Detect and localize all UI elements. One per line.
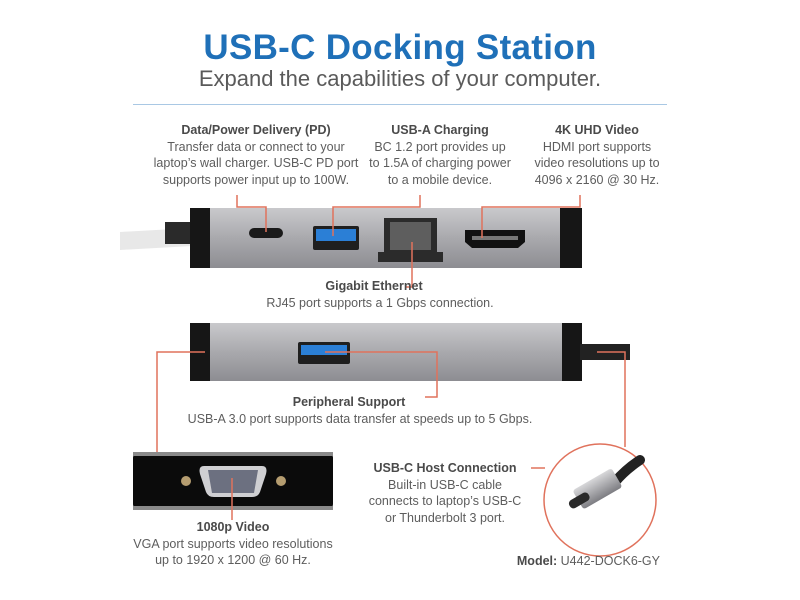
dock-front-view [120,208,582,268]
callout-text: BC 1.2 port provides up [374,139,506,154]
callout-text: HDMI port supports [542,139,652,154]
callout-text: RJ45 port supports a 1 Gbps connection. [266,295,494,310]
callout-text: up to 1920 x 1200 @ 60 Hz. [155,553,311,567]
callout-heading: 1080p Video [196,520,270,534]
callout-text: supports power input up to 100W. [162,172,350,187]
page-subtitle: Expand the capabilities of your computer… [198,66,602,91]
callout-heading: Peripheral Support [292,395,406,409]
model-number: Model: U442-DOCK6-GY [500,553,660,570]
usb-c-port-icon [249,228,283,238]
model-value: U442-DOCK6-GY [560,554,660,568]
callout-heading: Data/Power Delivery (PD) [181,123,331,137]
callout-text: laptop’s wall charger. USB-C PD port [153,156,359,170]
callout-heading: USB-C Host Connection [373,461,517,475]
callout-text: 4096 x 2160 @ 30 Hz. [534,172,660,187]
leader-lines [156,195,626,520]
divider [133,104,667,105]
usb-c-cable-detail [543,443,657,557]
callout-heading: USB-A Charging [391,123,489,137]
callout-text: Transfer data or connect to your [167,139,345,154]
dock-vga-view [133,452,333,510]
callout-heading: 4K UHD Video [555,123,639,137]
model-label: Model: [516,554,558,568]
callout-4k-video: 4K UHD Video HDMI port supports video re… [512,122,682,188]
callout-usba-charging: USB-A Charging BC 1.2 port provides up t… [350,122,530,188]
cable-icon [165,222,195,244]
callout-vga: 1080p Video VGA port supports video reso… [118,519,348,569]
callout-text: USB-A 3.0 port supports data transfer at… [187,411,533,426]
callout-text: or Thunderbolt 3 port. [385,510,505,525]
callout-pd: Data/Power Delivery (PD) Transfer data o… [126,122,386,188]
callout-text: to a mobile device. [387,172,493,187]
callout-peripheral: Peripheral Support USB-A 3.0 port suppor… [150,394,570,427]
callout-text: video resolutions up to [534,156,660,170]
callout-ethernet: Gigabit Ethernet RJ45 port supports a 1 … [230,278,530,311]
page-title: USB-C Docking Station [203,28,597,67]
callout-text: connects to laptop’s USB-C [368,494,522,508]
callout-heading: Gigabit Ethernet [325,279,423,293]
callout-text: to 1.5A of charging power [369,156,511,170]
callout-text: Built-in USB-C cable [388,477,502,492]
callout-text: VGA port supports video resolutions [133,536,333,551]
callout-usb-c-host: USB-C Host Connection Built-in USB-C cab… [360,460,530,526]
